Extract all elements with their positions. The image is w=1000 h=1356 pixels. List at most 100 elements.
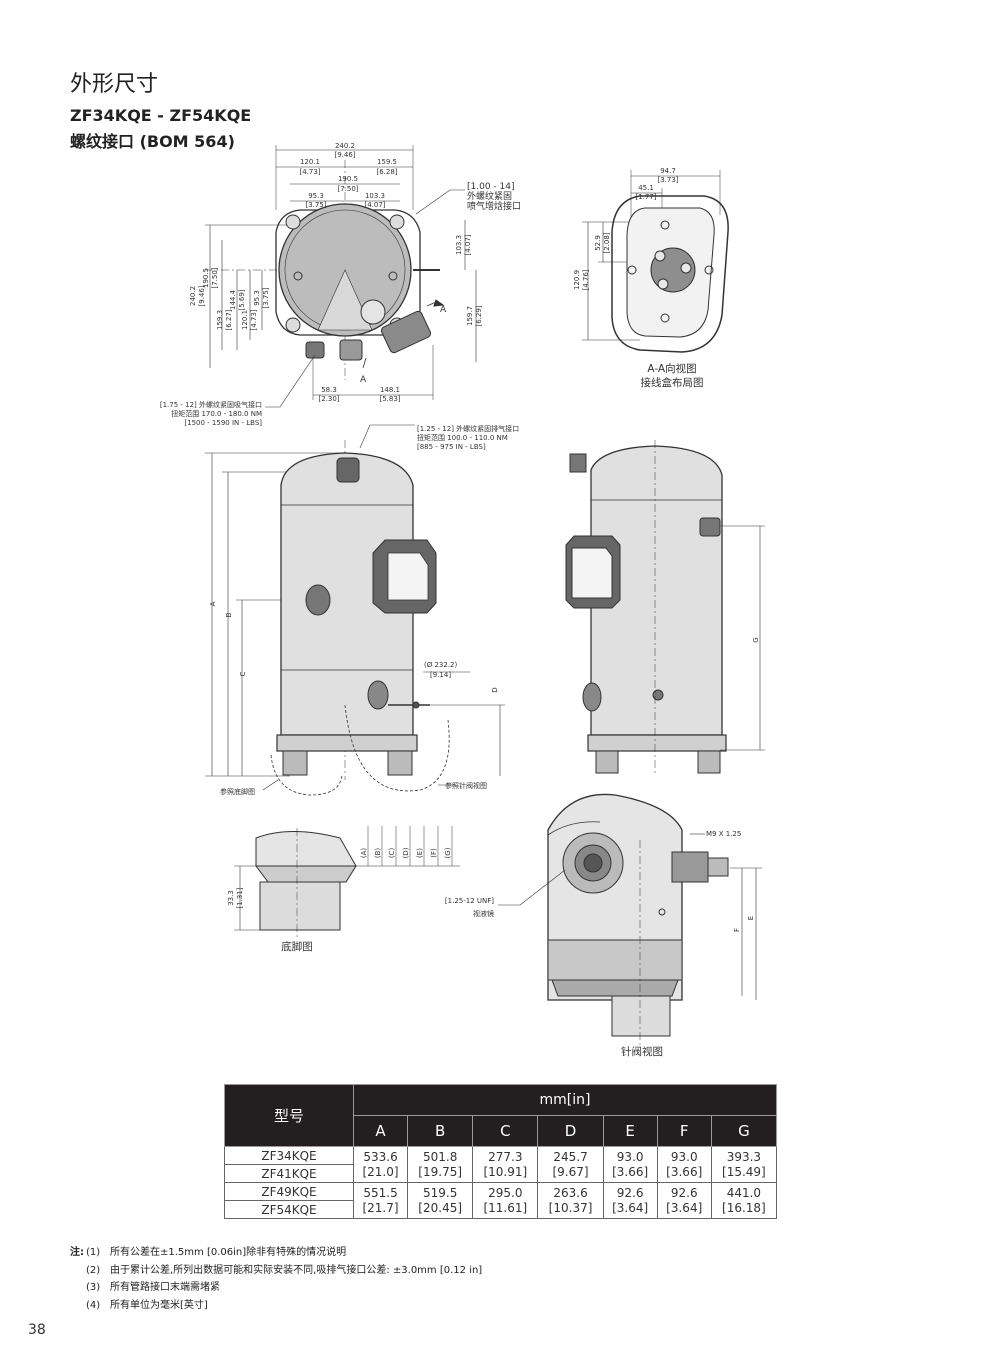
dim-label: [6.28] [376, 168, 397, 176]
dim-label: [4.73] [299, 168, 320, 176]
value-cell: 263.6[10.37] [537, 1182, 604, 1219]
tick-label: (G) [444, 847, 452, 858]
sight-glass-label: [1.25-12 UNF] [445, 897, 494, 905]
dim-label: [4.07] [464, 234, 472, 255]
dim-label: 103.3 [455, 235, 463, 255]
column-header: C [472, 1115, 539, 1147]
column-header: G [710, 1115, 778, 1147]
valve-view-drawing [498, 793, 762, 1045]
dim-label: 52.9 [594, 235, 602, 251]
tick-label: (F) [430, 848, 438, 858]
callout-suction: 扭矩范围 170.0 - 180.0 NM [171, 409, 262, 418]
dim-label: 190.5 [338, 175, 358, 183]
technical-drawings: 240.2 [9.46] 120.1 [4.73] 159.5 [6.28] 1… [160, 142, 765, 1058]
column-header: E [602, 1115, 658, 1147]
dim-label: [3.73] [657, 176, 678, 184]
callout-discharge: [885 - 975 IN - LBS] [417, 443, 486, 451]
dim-label: [4.07] [364, 201, 385, 209]
model-cell: ZF49KQE [224, 1182, 354, 1201]
dim-letter: E [747, 916, 755, 920]
dim-label: 159.5 [377, 158, 397, 166]
value-cell: 93.0[3.66] [602, 1146, 658, 1183]
foot-view-caption: 底脚图 [281, 940, 313, 953]
dim-label: 95.3 [253, 290, 261, 306]
callout-discharge: [1.25 - 12] 外螺纹紧固排气接口 [417, 424, 519, 433]
notes: 注:(1)所有公差在±1.5mm [0.06in]除非有特殊的情况说明 (2)由… [70, 1244, 482, 1314]
dim-label: 58.3 [321, 386, 337, 394]
callout-injection: [1.00 - 14] [467, 182, 514, 192]
dim-label: [1.77] [635, 193, 656, 201]
table-row: ZF41KQE [224, 1164, 777, 1183]
model-header: 型号 [224, 1084, 354, 1147]
column-header: D [537, 1115, 604, 1147]
dim-label: [7.50] [211, 267, 219, 288]
dim-label: 33.3 [227, 890, 235, 906]
dim-label: [5.69] [238, 289, 246, 310]
dim-label: [9.46] [334, 151, 355, 159]
note-item: 注:(1)所有公差在±1.5mm [0.06in]除非有特殊的情况说明 [70, 1244, 482, 1262]
dim-label: 120.1 [241, 310, 249, 330]
table-row: ZF49KQE 551.5[21.7] 519.5[20.45] 295.0[1… [224, 1182, 778, 1219]
dim-label: 103.3 [365, 192, 385, 200]
value-cell: 93.0[3.66] [656, 1146, 712, 1183]
tick-label: (E) [416, 848, 424, 858]
dim-label: [1.31] [236, 887, 244, 908]
column-header: A [352, 1115, 409, 1147]
side-view2-drawing [565, 440, 765, 775]
callout-injection: 喷气增焓接口 [467, 200, 521, 212]
value-cell: 92.6[3.64] [602, 1182, 658, 1219]
diameter-label: (Ø 232.2) [424, 661, 458, 669]
dimension-table: 型号 mm[in] A B C D E F G ZF34KQE 533.6[21… [224, 1084, 778, 1219]
connection-type: 螺纹接口 (BOM 564) [70, 132, 235, 151]
page-title: 外形尺寸 [70, 72, 159, 97]
dim-label: [3.75] [262, 287, 270, 308]
note-item: (3)所有管路接口末端需堵紧 [86, 1282, 220, 1293]
tick-label: (B) [374, 848, 382, 859]
value-cell: 551.5[21.7] [352, 1182, 409, 1219]
dim-label: [2.08] [603, 232, 611, 253]
value-cell: 277.3[10.91] [472, 1146, 539, 1183]
value-cell: 501.8[19.75] [407, 1146, 474, 1183]
dim-label: 159.3 [216, 310, 224, 330]
sight-glass-label: 视液镜 [473, 909, 494, 918]
dim-letter: D [491, 687, 499, 692]
aa-view-caption: 接线盒布局图 [641, 376, 704, 389]
value-cell: 245.7[9.67] [537, 1146, 604, 1183]
tick-label: (C) [388, 848, 396, 859]
dim-label: 120.1 [300, 158, 320, 166]
value-cell: 295.0[11.61] [472, 1182, 539, 1219]
table-row: ZF34KQE 533.6[21.0] 501.8[19.75] 277.3[1… [224, 1146, 778, 1183]
value-cell: 393.3[15.49] [710, 1146, 778, 1183]
top-view-drawing [205, 145, 477, 408]
aa-view-drawing [582, 170, 729, 353]
dim-label: [2.30] [318, 395, 339, 403]
dim-label: [3.75] [305, 201, 326, 209]
dim-letter: B [225, 612, 233, 617]
dim-label: 148.1 [380, 386, 400, 394]
dim-letter: G [752, 637, 760, 642]
page-number: 38 [28, 1322, 46, 1338]
ref-foot-label: 参照底脚图 [220, 787, 255, 796]
callout-discharge: 扭矩范围 100.0 - 110.0 NM [417, 433, 508, 442]
column-header: B [407, 1115, 474, 1147]
m9-label: M9 X 1.25 [706, 830, 741, 838]
dim-label: [7.50] [337, 185, 358, 193]
section-mark-a: A [360, 375, 367, 385]
callout-suction: [1500 - 1590 IN - LBS] [184, 419, 262, 427]
dim-label: [5.83] [379, 395, 400, 403]
dim-label: [6.27] [225, 309, 233, 330]
dim-label: 120.9 [573, 270, 581, 290]
dim-label: [4.76] [582, 269, 590, 290]
section-mark-a: A [440, 305, 447, 315]
ref-valve-label: 参照针阀视图 [445, 781, 487, 790]
note-item: (4)所有单位为毫米[英寸] [86, 1299, 208, 1311]
model-cell: ZF54KQE [224, 1200, 354, 1219]
value-cell: 441.0[16.18] [710, 1182, 778, 1219]
table-row: ZF54KQE [224, 1200, 777, 1219]
column-header: F [656, 1115, 712, 1147]
foot-view-drawing [234, 826, 460, 940]
callout-suction: [1.75 - 12] 外螺纹紧固吸气接口 [160, 400, 262, 409]
note-item: (2)由于累计公差,所列出数据可能和实际安装不同,吸排气接口公差: ±3.0mm… [86, 1264, 483, 1276]
dim-label: 95.3 [308, 192, 324, 200]
dim-label: 45.1 [638, 184, 654, 192]
